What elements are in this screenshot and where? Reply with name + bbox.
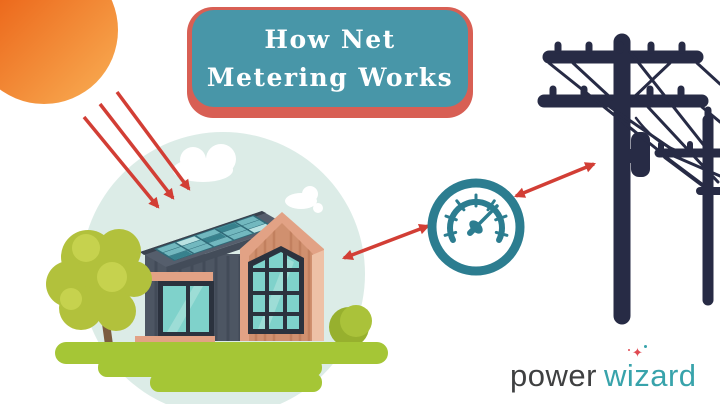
cloud-icon bbox=[313, 203, 323, 213]
sunlight-arrows bbox=[82, 90, 191, 209]
meter-gauge-icon bbox=[427, 178, 525, 276]
sunlight-arrow bbox=[115, 90, 191, 191]
tree-foliage-highlights bbox=[60, 234, 127, 310]
title-box-inner: How Net Metering Works bbox=[192, 10, 468, 107]
sun-icon bbox=[0, 0, 118, 104]
power-wires bbox=[547, 50, 720, 184]
energy-flow-arrows bbox=[341, 162, 597, 260]
sparkle-icon: ✦ bbox=[628, 345, 648, 359]
meter-tick-marks bbox=[443, 193, 509, 237]
title-line-1: How Net bbox=[264, 24, 396, 54]
house-icon bbox=[135, 211, 324, 344]
house-base-step bbox=[135, 336, 215, 344]
glass-reflection bbox=[167, 286, 203, 332]
logo-word-power: power bbox=[510, 358, 597, 393]
gable-side-strip bbox=[312, 250, 324, 341]
gable-window-mullions bbox=[252, 253, 300, 330]
tree-icon bbox=[46, 229, 152, 349]
cloud-icon bbox=[302, 186, 318, 202]
solar-panel-icon bbox=[154, 215, 274, 261]
title-line-2: Metering Works bbox=[206, 62, 454, 92]
cloud-icons bbox=[173, 144, 323, 213]
meter-needle-tail bbox=[467, 224, 479, 236]
pole-insulators bbox=[549, 41, 686, 98]
transformer-icon bbox=[631, 132, 650, 177]
sunlight-arrow bbox=[82, 115, 160, 209]
title-box: How Net Metering Works bbox=[187, 7, 473, 118]
pole-brace bbox=[663, 155, 707, 189]
sunlight-arrow bbox=[98, 102, 175, 200]
grass bbox=[55, 342, 388, 392]
power-wizard-logo: power wizard ✦ bbox=[510, 345, 697, 398]
logo-word-wizard: wizard bbox=[603, 358, 697, 393]
porch-beam bbox=[145, 272, 213, 281]
bidirectional-arrow-house-meter bbox=[341, 224, 431, 260]
bidirectional-arrow-meter-grid bbox=[513, 162, 597, 198]
bush-icon bbox=[329, 305, 372, 347]
cloud-icon bbox=[206, 144, 236, 174]
cloud-icon bbox=[180, 147, 206, 173]
transformer-bracket bbox=[626, 149, 632, 163]
utility-poles-icon bbox=[537, 33, 720, 325]
